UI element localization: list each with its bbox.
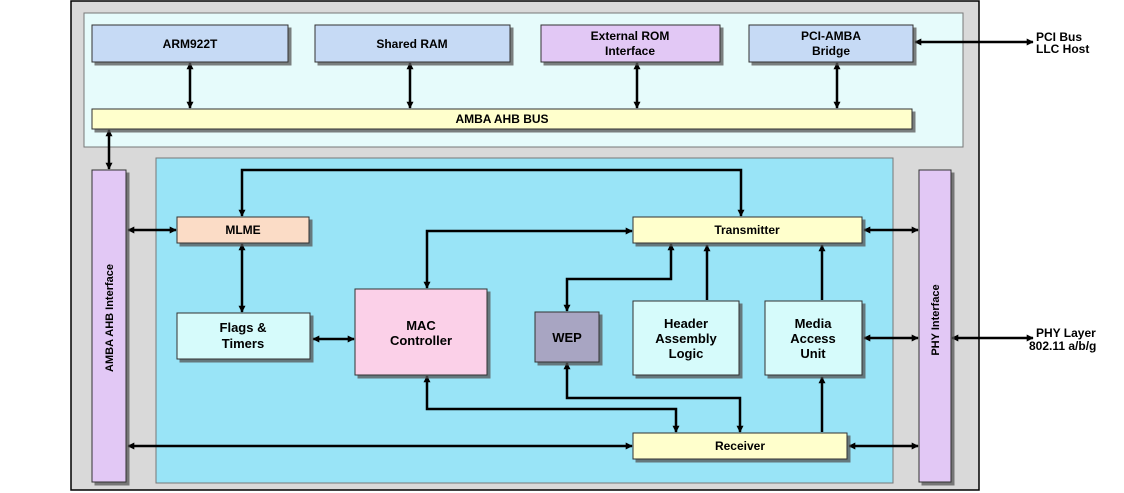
amba-bus-label: AMBA AHB BUS: [455, 112, 548, 126]
media-access-block: Media Access Unit: [764, 300, 863, 376]
pci-bus-label: PCI Bus: [1036, 30, 1082, 44]
wep-receiver-arrow: [563, 362, 744, 433]
pci-amba-label-1: PCI-AMBA: [801, 29, 861, 43]
media-label-3: Unit: [800, 346, 826, 361]
arm922t-block: ARM922T: [91, 24, 289, 63]
shared-ram-label: Shared RAM: [376, 37, 447, 51]
wep-block: WEP: [534, 311, 600, 363]
mac-controller-block: MAC Controller: [354, 288, 488, 376]
mlme-transmitter-loop: [238, 168, 745, 217]
wep-label: WEP: [552, 330, 582, 345]
header-assembly-block: Header Assembly Logic: [632, 300, 740, 376]
receiver-label: Receiver: [715, 439, 765, 453]
phy-interface-bar: PHY Interface: [918, 169, 952, 483]
phy-standard-label: 802.11 a/b/g: [1029, 339, 1096, 353]
llc-host-label: LLC Host: [1036, 42, 1089, 56]
external-rom-label-2: Interface: [605, 44, 655, 58]
amba-interface-label: AMBA AHB Interface: [104, 264, 116, 372]
phy-layer-label: PHY Layer: [1036, 326, 1096, 340]
receiver-block: Receiver: [632, 432, 848, 460]
connectors: [105, 38, 1034, 450]
transmitter-block: Transmitter: [632, 216, 863, 244]
pci-amba-bridge-block: PCI-AMBA Bridge: [748, 24, 914, 63]
external-rom-label-1: External ROM: [591, 29, 670, 43]
flags-timers-block: Flags & Timers: [176, 312, 311, 360]
transmitter-label: Transmitter: [714, 223, 780, 237]
shared-ram-block: Shared RAM: [314, 24, 511, 63]
header-label-3: Logic: [669, 346, 704, 361]
header-label-1: Header: [664, 316, 708, 331]
media-label-2: Access: [790, 331, 836, 346]
mac-label-1: MAC: [406, 318, 436, 333]
phy-interface-label: PHY Interface: [930, 284, 942, 355]
header-label-2: Assembly: [655, 331, 717, 346]
pci-amba-label-2: Bridge: [812, 44, 850, 58]
wep-transmitter-arrow: [563, 243, 675, 312]
arm922t-label: ARM922T: [163, 37, 218, 51]
amba-ahb-interface-bar: AMBA AHB Interface: [91, 169, 127, 483]
mac-transmitter-arrow: [423, 227, 633, 289]
mac-label-2: Controller: [390, 333, 452, 348]
media-label-1: Media: [795, 316, 833, 331]
amba-ahb-bus: AMBA AHB BUS: [91, 108, 913, 130]
external-rom-block: External ROM Interface: [540, 24, 721, 63]
mlme-label: MLME: [225, 223, 260, 237]
flags-label-2: Timers: [222, 336, 264, 351]
mlme-block: MLME: [176, 216, 310, 244]
flags-label-1: Flags &: [220, 320, 267, 335]
